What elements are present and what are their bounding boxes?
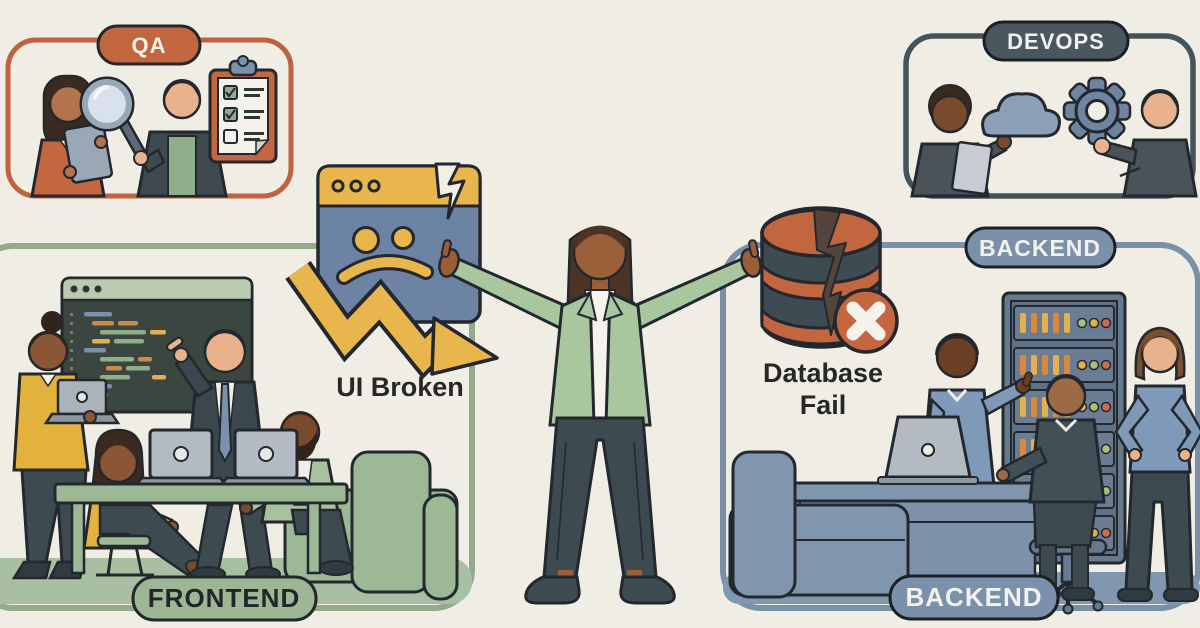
database-fail-label-line2: Fail [800,390,847,420]
qa-badge: QA [96,24,202,66]
broken-database-icon [760,206,899,354]
devops-badge-label: DEVOPS [1007,29,1105,54]
frontend-seated-woman [82,428,216,581]
lapel-left [576,290,598,322]
qa-zone: QA [5,24,294,199]
qa-woman [30,74,114,198]
ui-broken-label: UI Broken [336,372,464,402]
clipboard-checklist-icon [208,55,278,164]
database-fail-label-line1: Database [763,358,883,388]
downtrend-arrow-icon [285,261,499,380]
sad-eye-right [391,226,415,250]
ui-broken-callout: UI Broken [285,162,499,402]
frontend-badge-pill [131,575,318,622]
frontend-table [53,428,349,575]
devops-zone: DEVOPS [903,20,1198,199]
devops-man-right [1093,89,1198,198]
database-fail-callout: Database Fail [760,206,899,420]
tablet-icon [950,141,994,195]
backend-laptop-icon [877,415,979,485]
qa-badge-label: QA [132,33,167,58]
left-shoe [524,575,581,605]
backend-badge-top-label: BACKEND [979,235,1101,261]
right-ankle [627,570,642,579]
backend-couch [728,450,910,599]
frontend-zone: FRONTEND [0,243,475,622]
crack [434,162,466,220]
backend-badge-bottom-pill [888,574,1060,621]
devops-badge: DEVOPS [982,20,1130,62]
backend-badge-top-pill [964,226,1117,269]
backend-zone: BACKEND BACKEND [720,226,1200,621]
frontend-badge-label: FRONTEND [148,583,300,613]
hair-front [574,226,626,251]
devops-badge-pill [982,20,1130,62]
broken-browser-window-icon [316,162,482,324]
sad-eye-left [352,226,380,254]
qa-man [133,79,228,198]
error-x-icon [833,288,899,354]
lapel-right [602,290,624,322]
qa-badge-pill [96,24,202,66]
frontend-badge: FRONTEND [131,575,318,622]
cloud-icon [981,92,1061,138]
right-shoe [619,575,676,605]
devops-man-left [910,84,1012,198]
left-ankle [558,570,573,579]
backend-badge-bottom: BACKEND [888,574,1060,621]
gear-icon [1062,76,1132,146]
crack [813,208,847,336]
backend-badge-top: BACKEND [964,226,1117,269]
central-woman [438,225,762,605]
backend-badge-bottom-label: BACKEND [906,582,1043,612]
backend-woman [1114,326,1200,602]
